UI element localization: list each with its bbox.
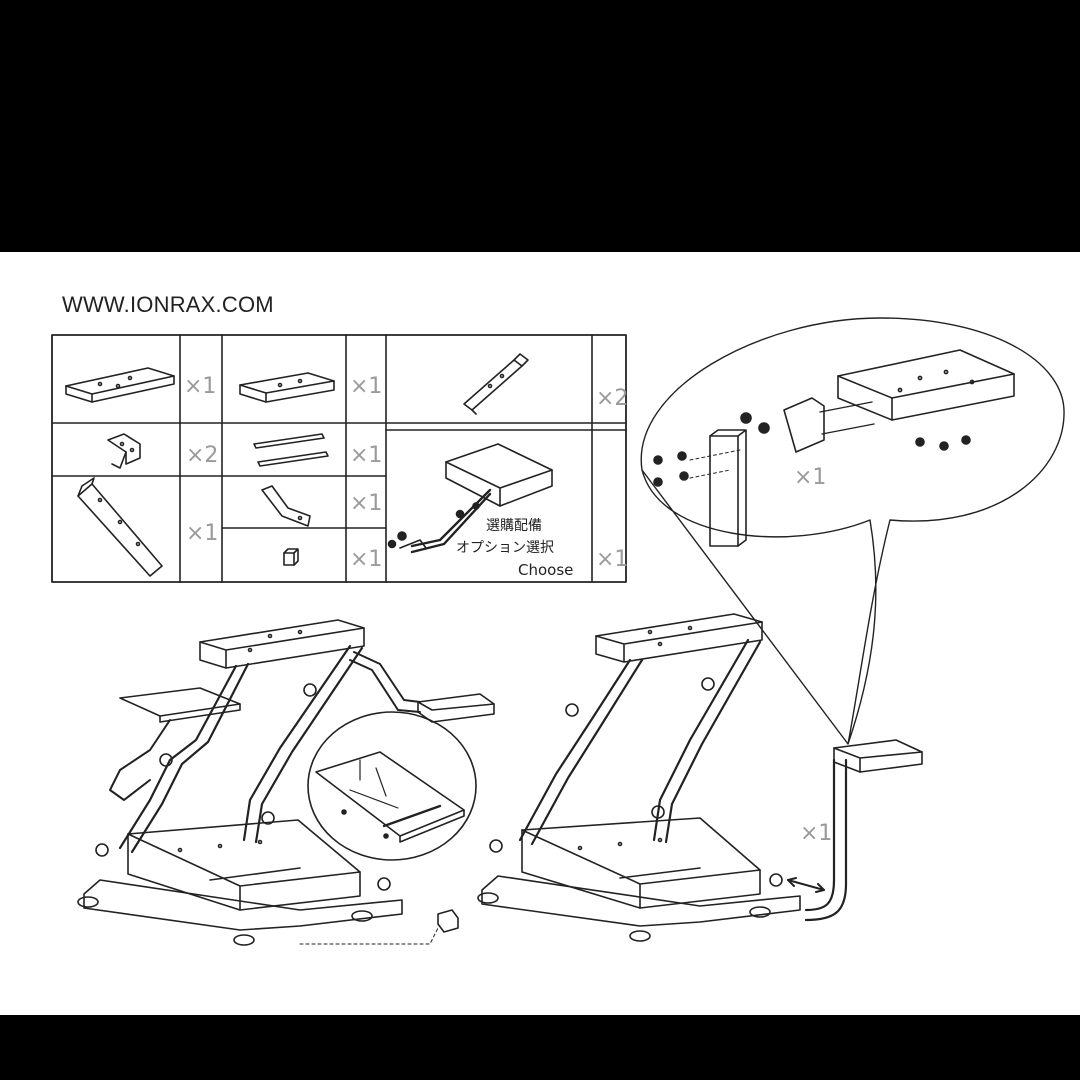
wheel-stand-assembly-right bbox=[477, 613, 923, 942]
magnified-detail bbox=[307, 711, 477, 861]
qty-label: ×1 bbox=[350, 374, 382, 399]
qty-label: ×2 bbox=[186, 443, 218, 468]
callout-qty-label: ×1 bbox=[794, 465, 826, 490]
part-rods bbox=[253, 433, 329, 467]
option-label-japanese: オプション選択 bbox=[456, 540, 554, 556]
qty-label: ×1 bbox=[350, 491, 382, 516]
part-shifter-mount-option bbox=[387, 443, 553, 554]
part-cube bbox=[283, 548, 299, 566]
part-bracket-tube bbox=[463, 353, 529, 415]
qty-label: ×1 bbox=[596, 547, 628, 572]
website-url: WWW.IONRAX.COM bbox=[62, 292, 274, 317]
wheel-stand-assembly-left bbox=[77, 619, 495, 946]
part-bent-arm bbox=[261, 485, 311, 527]
qty-label: ×1 bbox=[184, 374, 216, 399]
right-assembly-qty-label: ×1 bbox=[800, 821, 832, 846]
qty-label: ×1 bbox=[186, 521, 218, 546]
qty-label: ×1 bbox=[350, 443, 382, 468]
qty-label: ×2 bbox=[596, 386, 628, 411]
option-label-chinese: 選購配備 bbox=[486, 518, 542, 534]
top-black-bar bbox=[0, 0, 1080, 252]
part-wheel-plate bbox=[239, 372, 335, 403]
option-label-english: Choose bbox=[518, 561, 573, 579]
part-long-tube bbox=[77, 477, 163, 577]
part-seat-plate bbox=[65, 367, 175, 403]
bottom-black-bar bbox=[0, 1015, 1080, 1080]
qty-label: ×1 bbox=[350, 547, 382, 572]
detail-callout-bubble bbox=[640, 317, 1065, 745]
parts-table bbox=[51, 334, 627, 583]
part-l-bracket bbox=[107, 433, 141, 469]
